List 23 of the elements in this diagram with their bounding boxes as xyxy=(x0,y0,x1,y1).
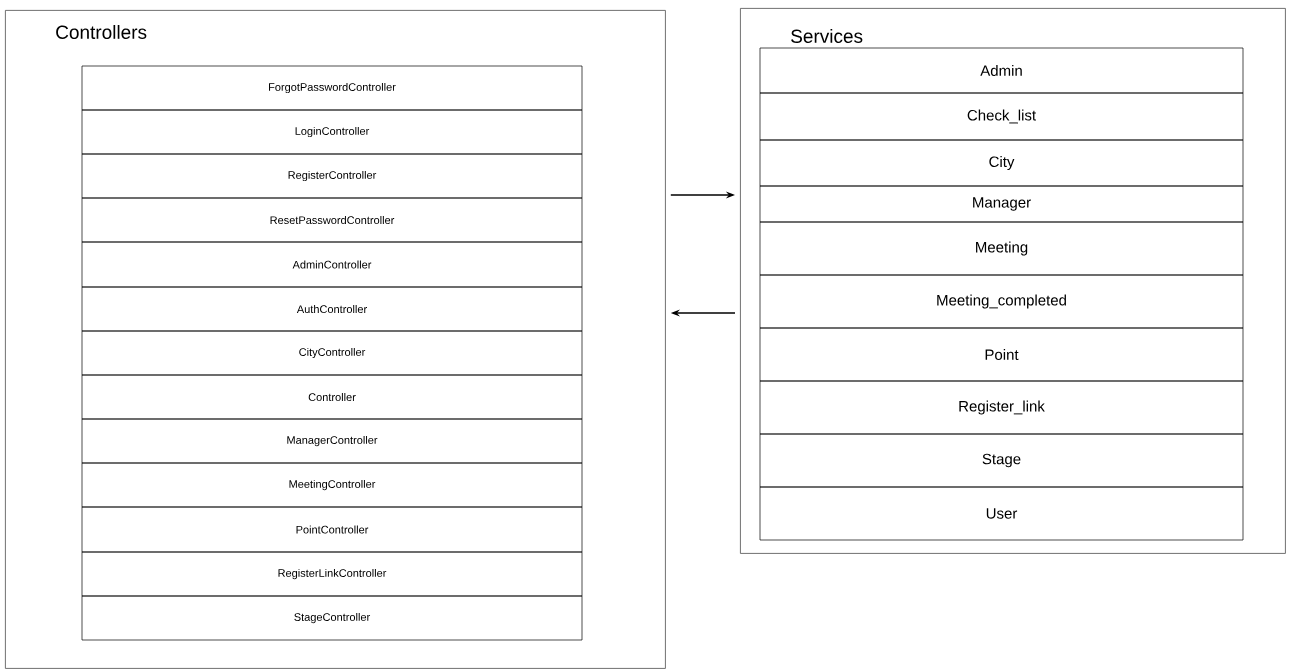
list-row: LoginController xyxy=(81,109,583,155)
list-row: Admin xyxy=(759,47,1244,94)
list-row: ResetPasswordController xyxy=(81,197,583,243)
list-row: ForgotPasswordController xyxy=(81,65,583,111)
list-row: Meeting_completed xyxy=(759,274,1244,329)
list-row: RegisterLinkController xyxy=(81,551,583,597)
list-row: Manager xyxy=(759,185,1244,223)
list-row: MeetingController xyxy=(81,462,583,508)
list-row: Meeting xyxy=(759,221,1244,276)
list-row: Point xyxy=(759,327,1244,382)
list-row: Register_link xyxy=(759,380,1244,435)
list-row: AdminController xyxy=(81,241,583,288)
list-row: AuthController xyxy=(81,286,583,332)
list-row: City xyxy=(759,139,1244,187)
list-row: RegisterController xyxy=(81,153,583,199)
list-row: Controller xyxy=(81,374,583,420)
list-row: ManagerController xyxy=(81,418,583,464)
list-row: CityController xyxy=(81,330,583,376)
list-row: Stage xyxy=(759,433,1244,488)
list-row: StageController xyxy=(81,595,583,641)
list-row: User xyxy=(759,486,1244,541)
list-row: Check_list xyxy=(759,92,1244,141)
list-row: PointController xyxy=(81,506,583,553)
